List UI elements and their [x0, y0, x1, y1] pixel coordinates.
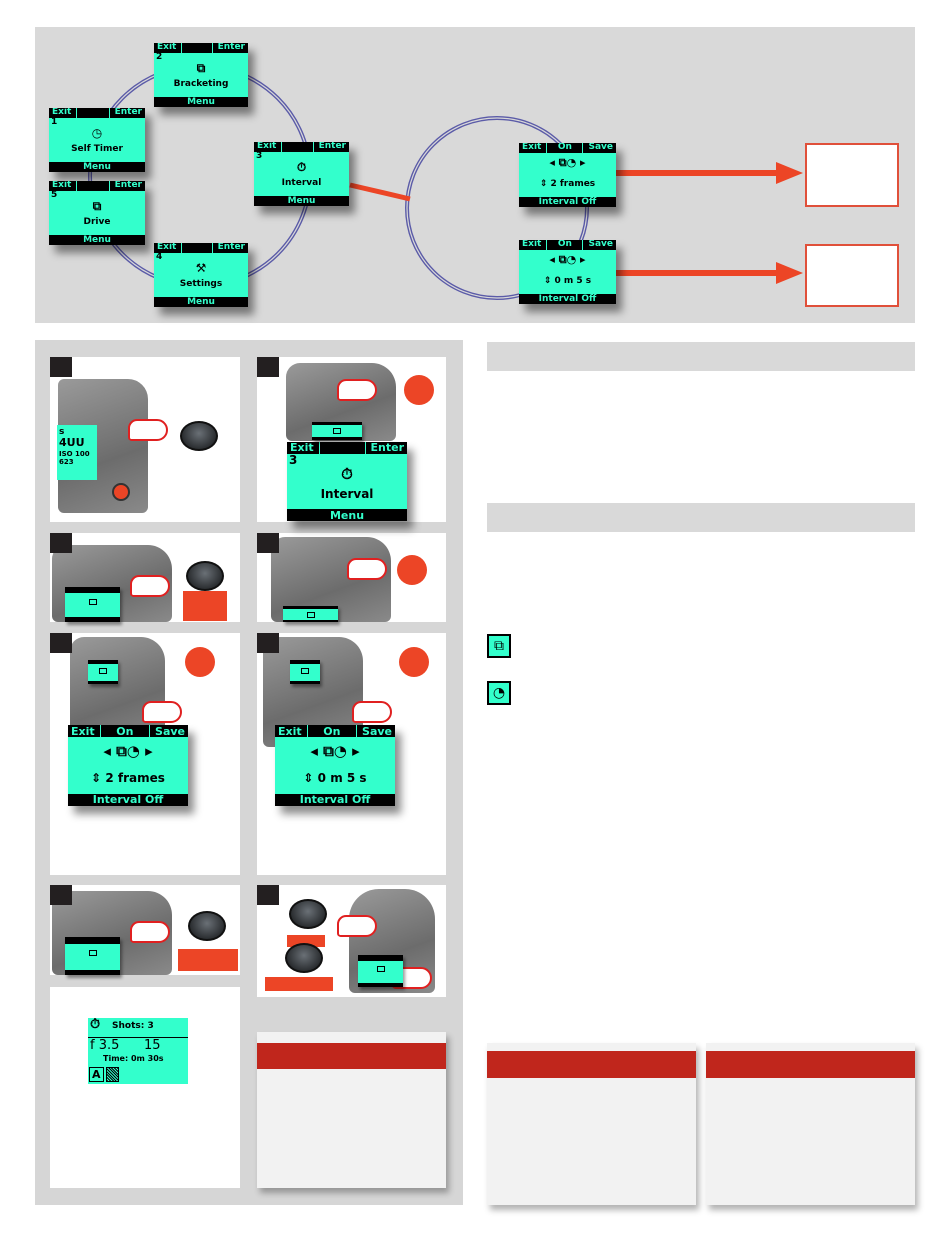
step-5	[50, 633, 240, 875]
interval-cycle-ring	[405, 116, 589, 300]
camera-lcd: s 4UU ISO 100 623	[57, 425, 97, 480]
camera-top-photo	[286, 363, 396, 441]
hand-pointer-icon	[130, 921, 170, 943]
step-number-box	[257, 357, 279, 377]
iso-readout: ISO 100	[59, 449, 90, 458]
step-number-box	[257, 885, 279, 905]
step-8	[257, 885, 446, 997]
control-wheel-icon	[397, 555, 427, 585]
note-header	[706, 1051, 915, 1078]
connector-line	[349, 182, 411, 202]
section-header-1	[487, 342, 915, 371]
hand-pointer-icon	[142, 701, 182, 723]
note-header	[257, 1043, 446, 1069]
note-box-1	[487, 1043, 696, 1205]
exposure-mode-readout: A	[89, 1067, 104, 1082]
shutter-readout: 15	[144, 1038, 161, 1053]
control-wheel-icon	[399, 647, 429, 677]
step-3	[50, 533, 240, 622]
label-box	[178, 949, 238, 971]
callout-box-frames	[805, 143, 899, 207]
note-box-left	[257, 1032, 446, 1188]
on-off-button	[112, 483, 130, 501]
step-number-box	[50, 357, 72, 377]
step-number-box	[50, 533, 72, 553]
pattern-icon	[106, 1067, 119, 1082]
hand-pointer-icon	[337, 379, 377, 401]
interval-icon: ⏱	[90, 1017, 101, 1032]
hand-pointer-icon	[128, 419, 168, 441]
label-box	[183, 591, 227, 621]
mode-readout: s	[59, 427, 65, 437]
button-icon	[285, 943, 323, 973]
step-number-box	[257, 633, 279, 653]
control-wheel-icon	[404, 375, 434, 405]
step-1: s 4UU ISO 100 623	[50, 357, 240, 522]
callout-box-time	[805, 244, 899, 307]
time-readout: Time: 0m 30s	[103, 1054, 164, 1063]
menu-button-icon	[180, 421, 218, 451]
hand-pointer-icon	[130, 575, 170, 597]
button-icon	[188, 911, 226, 941]
frames-icon: ⧉	[487, 634, 511, 658]
button-icon	[289, 899, 327, 929]
section-header-2	[487, 503, 915, 532]
step-number-box	[50, 633, 72, 653]
label-box	[265, 977, 333, 991]
step-number-box	[257, 533, 279, 553]
hand-pointer-icon	[347, 558, 387, 580]
step-7	[50, 885, 240, 975]
note-header	[487, 1051, 696, 1078]
step-number-box	[50, 885, 72, 905]
count-readout: 623	[59, 458, 74, 467]
menu-cycle-ring	[88, 64, 312, 288]
hand-pointer-icon	[352, 701, 392, 723]
interval-status-display: ⏱ Shots: 3 f 3.5 15 Time: 0m 30s A	[88, 1017, 188, 1084]
shots-readout: Shots: 3	[112, 1021, 154, 1031]
step-9: ⏱ Shots: 3 f 3.5 15 Time: 0m 30s A	[50, 987, 240, 1188]
hand-pointer-icon	[392, 967, 432, 989]
timer-icon: ◔	[487, 681, 511, 705]
control-wheel-icon	[185, 647, 215, 677]
note-box-2	[706, 1043, 915, 1205]
shutter-readout: 4UU	[59, 436, 85, 450]
camera-back-photo	[70, 637, 165, 747]
step-2	[257, 357, 446, 522]
step-6	[257, 633, 446, 875]
hand-pointer-icon	[337, 915, 377, 937]
diagram-lines	[88, 64, 899, 307]
step-4	[257, 533, 446, 622]
aperture-readout: f 3.5	[90, 1038, 120, 1053]
camera-back-photo	[263, 637, 363, 747]
button-icon	[186, 561, 224, 591]
